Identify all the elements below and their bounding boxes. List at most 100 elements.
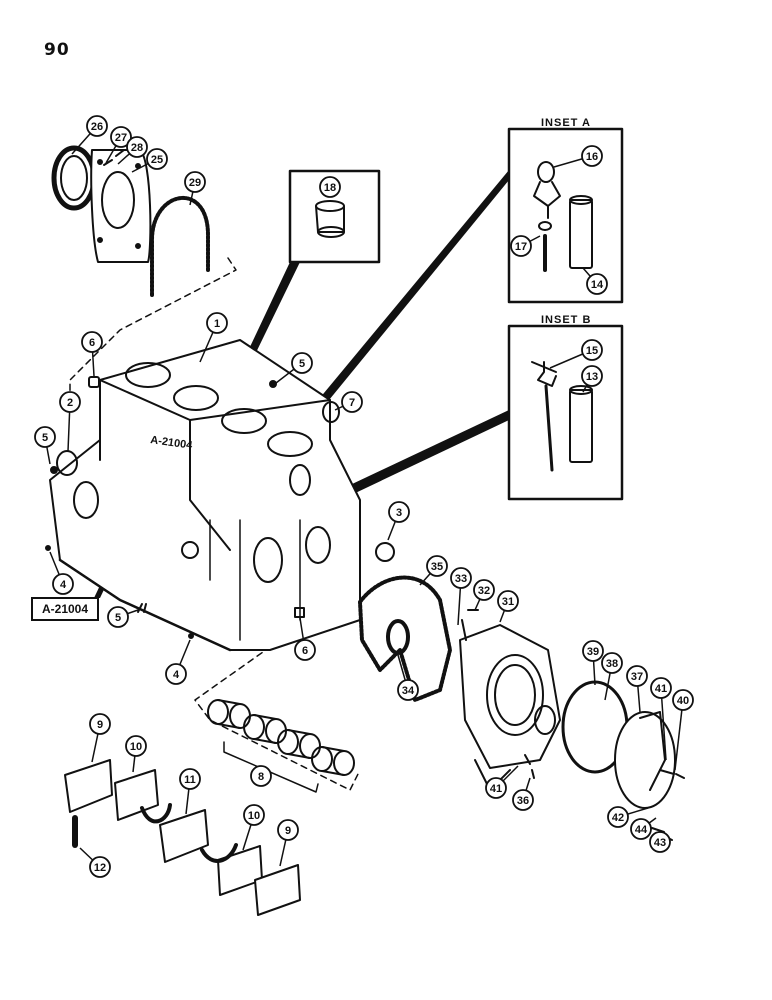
callout-label-c16: 16 [586, 151, 598, 163]
callout-label-c6b: 6 [302, 645, 308, 657]
callout-circle-c15 [581, 339, 603, 361]
inset-b-frame [507, 324, 624, 501]
callout-label-c9b: 9 [285, 825, 291, 837]
alignment-lines [69, 257, 361, 791]
callout-label-c25: 25 [151, 154, 163, 166]
block-stamp: A-21004 [150, 434, 194, 452]
callout-circle-c10a [125, 735, 147, 757]
callout-leader-c41a [660, 687, 667, 761]
callout-label-c5a: 5 [299, 358, 305, 370]
rear-seal-plate-group [51, 145, 152, 263]
callout-circle-c40 [672, 689, 694, 711]
callout-circle-c9a [89, 713, 111, 735]
callout-label-c9a: 9 [97, 719, 103, 731]
callout-circle-c35 [426, 555, 448, 577]
callout-label-c18: 18 [324, 182, 336, 194]
callout-label-c36: 36 [517, 795, 529, 807]
detail-18-part [315, 200, 345, 238]
callout-label-c15: 15 [586, 345, 598, 357]
bearings-8 [207, 699, 355, 793]
callout-circle-c17 [510, 235, 532, 257]
callout-circle-c5a [291, 352, 313, 374]
callout-label-c1: 1 [214, 318, 220, 330]
callout-label-c4a: 4 [60, 579, 67, 591]
callout-label-c33: 33 [455, 573, 467, 585]
callout-circle-c14 [586, 273, 608, 295]
callout-label-c8: 8 [258, 771, 264, 783]
inset-b-title: INSET B [541, 314, 592, 326]
callout-label-c28: 28 [131, 142, 143, 154]
callout-label-c13: 13 [586, 371, 598, 383]
callout-label-c37: 37 [631, 671, 643, 683]
callout-circle-c13 [581, 365, 603, 387]
callout-label-c12: 12 [94, 862, 106, 874]
callout-circle-c27 [110, 126, 132, 148]
inset-a-frame [507, 127, 624, 304]
callout-leader-c40 [674, 699, 684, 771]
callout-circle-c11 [179, 768, 201, 790]
callout-circle-c6b [294, 639, 316, 661]
callout-circle-c10b [243, 804, 265, 826]
gasket-29 [150, 195, 210, 297]
callout-circle-c41b [485, 777, 507, 799]
callout-circle-c41a [650, 677, 672, 699]
callout-circle-c3 [388, 501, 410, 523]
callout-circle-c31 [497, 590, 519, 612]
callout-circle-c36 [512, 789, 534, 811]
gear-housing-31 [459, 624, 561, 791]
callout-label-c4b: 4 [173, 669, 180, 681]
inset-a-parts [533, 161, 593, 272]
callout-circle-c16 [581, 145, 603, 167]
callout-label-c27: 27 [115, 132, 127, 144]
page-number: 90 [44, 40, 70, 60]
callout-label-c5b: 5 [42, 432, 48, 444]
callout-circle-c25 [146, 148, 168, 170]
callout-circle-c37 [626, 665, 648, 687]
callout-circle-c28 [126, 136, 148, 158]
callout-label-c32: 32 [478, 585, 490, 597]
callout-label-c34: 34 [402, 685, 415, 697]
callout-circle-c29 [184, 171, 206, 193]
callout-label-c3: 3 [396, 507, 402, 519]
callout-circle-c9b [277, 819, 299, 841]
callout-circle-c33 [450, 567, 472, 589]
callout-label-c10b: 10 [248, 810, 260, 822]
callout-label-c6a: 6 [89, 337, 95, 349]
cover-37 [614, 711, 676, 809]
callout-circle-c2 [59, 391, 81, 413]
callout-label-c7: 7 [349, 397, 355, 409]
callout-circle-c4b [165, 663, 187, 685]
callout-circle-c32 [473, 579, 495, 601]
cylinder-block [49, 339, 361, 652]
gasket-35 [358, 575, 452, 702]
part-number-label: A-21004 [31, 597, 99, 621]
callout-label-c35: 35 [431, 561, 443, 573]
callout-label-c43: 43 [654, 837, 666, 849]
callout-label-c5c: 5 [115, 612, 121, 624]
callout-circle-c43 [649, 831, 671, 853]
callout-circle-c4a [52, 573, 74, 595]
callout-circle-c12 [89, 856, 111, 878]
bearing-caps [64, 759, 301, 916]
callout-circle-c18 [319, 176, 341, 198]
callout-label-c40: 40 [677, 695, 689, 707]
callout-label-c17: 17 [515, 241, 527, 253]
callout-label-c42: 42 [612, 812, 624, 824]
callout-label-c2: 2 [67, 397, 73, 409]
callout-label-c44: 44 [635, 824, 648, 836]
callout-label-c26: 26 [91, 121, 103, 133]
callout-label-c10a: 10 [130, 741, 142, 753]
callout-circle-c26 [86, 115, 108, 137]
callout-circle-c6a [81, 331, 103, 353]
inset-a-title: INSET A [541, 117, 591, 129]
callout-label-c41b: 41 [490, 783, 502, 795]
callout-circle-c7 [341, 391, 363, 413]
seal-34 [386, 619, 410, 655]
callout-label-c29: 29 [189, 177, 201, 189]
callout-label-c39: 39 [587, 646, 599, 658]
callout-circle-c1 [206, 312, 228, 334]
callout-circle-c38 [601, 652, 623, 674]
callout-label-c31: 31 [502, 596, 514, 608]
